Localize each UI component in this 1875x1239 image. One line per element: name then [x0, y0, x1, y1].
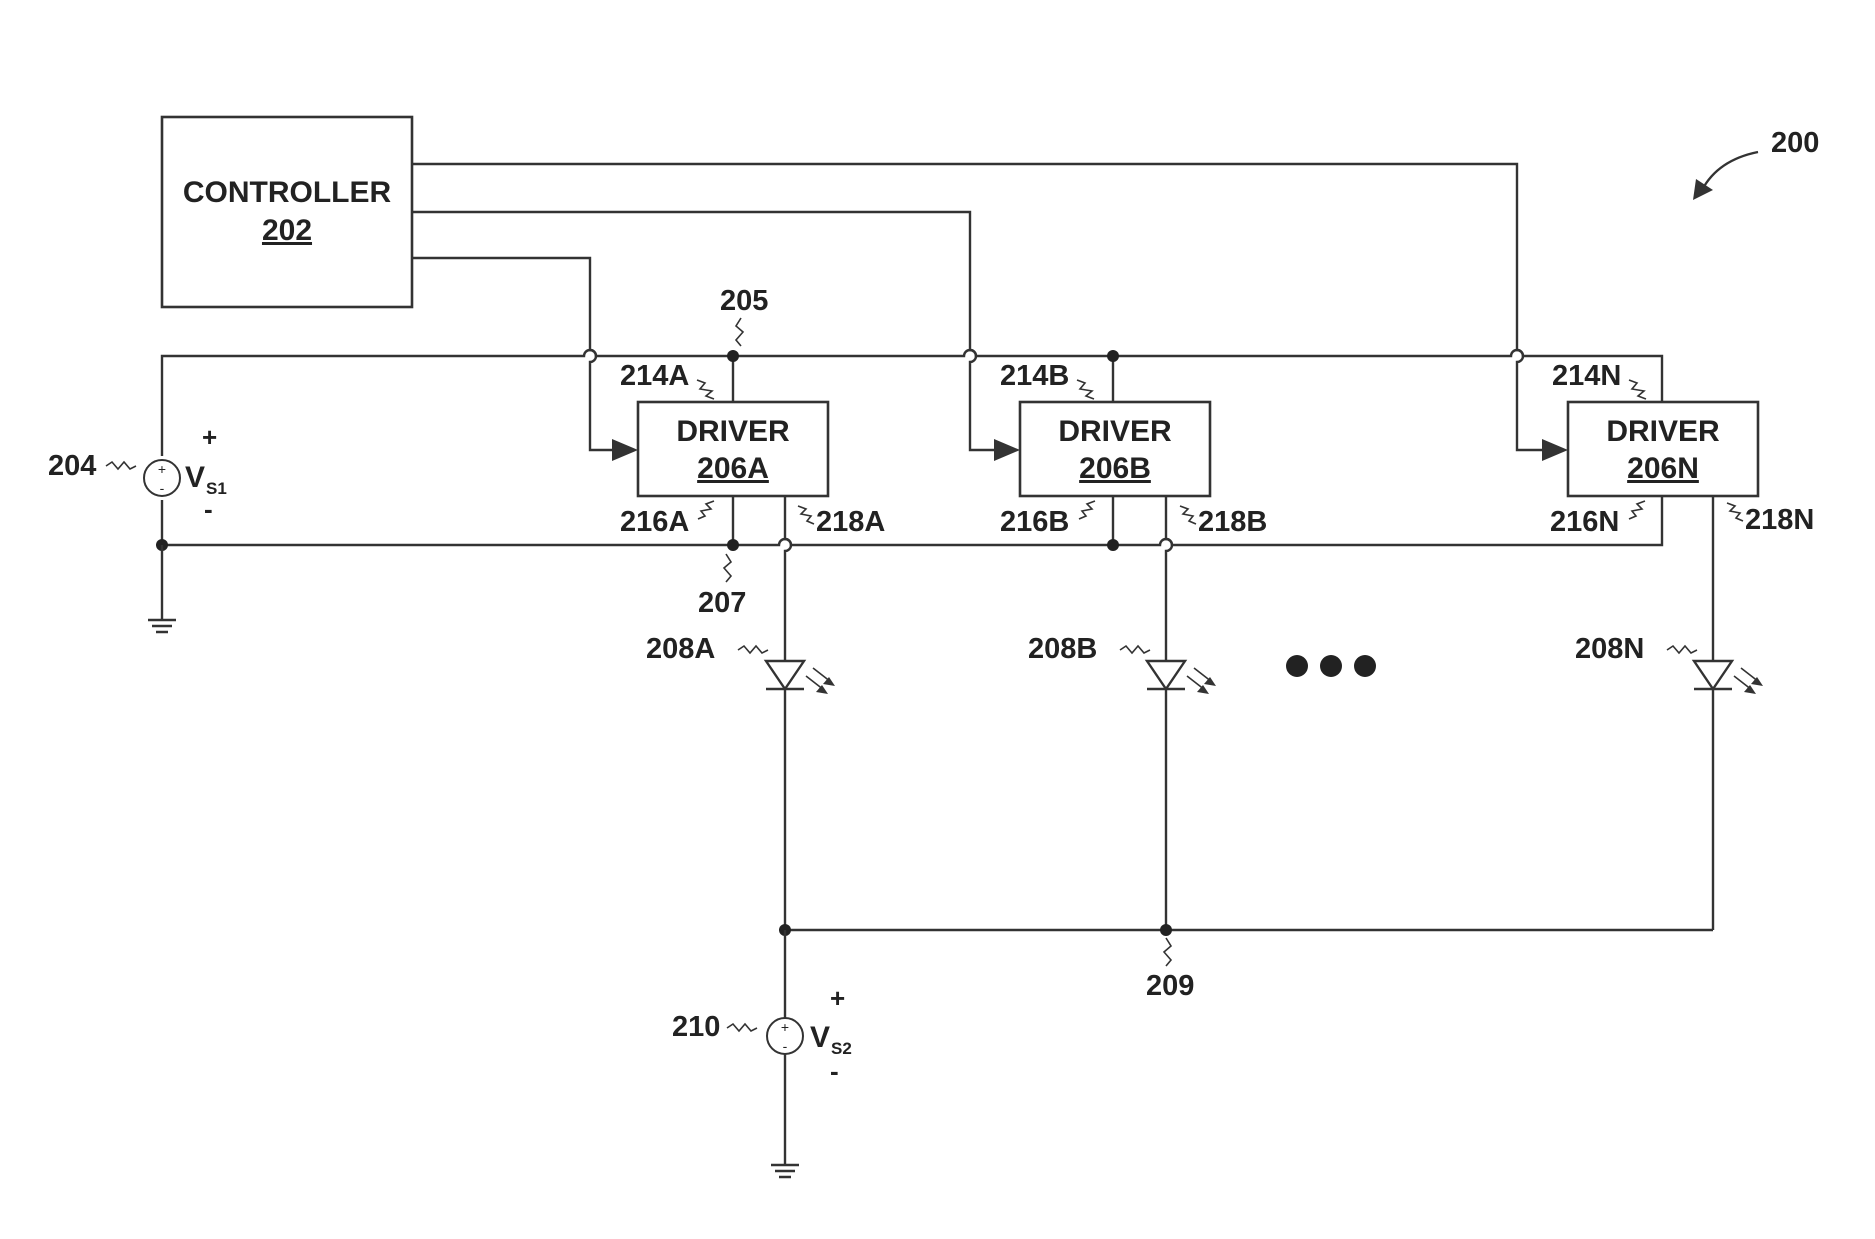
junction-ground-b — [1107, 539, 1119, 551]
led-208n — [1694, 661, 1763, 930]
driver-b-output-ref: 218B — [1198, 506, 1267, 538]
ellipsis-dots — [1286, 655, 1376, 677]
svg-text:-: - — [783, 1038, 788, 1054]
svg-text:+: + — [158, 461, 166, 477]
source1-plus: + — [202, 422, 217, 452]
ground-symbol-1 — [148, 545, 176, 632]
driver-title: DRIVER — [1058, 415, 1172, 448]
junction-209 — [1160, 924, 1172, 936]
driver-n-gnd-ref: 216N — [1550, 506, 1619, 538]
driver-title: DRIVER — [676, 415, 790, 448]
controller-block: CONTROLLER 202 — [162, 117, 412, 307]
led-a-ref: 208A — [646, 633, 715, 665]
driver-title: DRIVER — [1606, 415, 1720, 448]
driver-b-input-ref: 214B — [1000, 360, 1069, 392]
driver-a-output-leader — [798, 506, 814, 524]
driver-n-input-leader — [1629, 380, 1646, 399]
node-207-leader — [724, 554, 731, 582]
driver-b-output-leader — [1180, 506, 1196, 524]
node-209-leader — [1164, 938, 1171, 966]
driver-n-output-ref: 218N — [1745, 504, 1814, 536]
source1-minus: - — [204, 494, 213, 524]
controller-title: CONTROLLER — [183, 176, 392, 209]
junction-207 — [727, 539, 739, 551]
node-205-label: 205 — [720, 285, 768, 317]
driver-ref: 206N — [1627, 452, 1699, 485]
source2-label: V — [810, 1021, 830, 1054]
driver-n-gnd-leader — [1629, 501, 1645, 519]
driver-b-gnd-ref: 216B — [1000, 506, 1069, 538]
control-line-a — [412, 258, 638, 461]
source1-label: V — [185, 461, 205, 494]
supply-rail — [162, 350, 1662, 456]
driver-206n: DRIVER 206N — [1568, 402, 1758, 496]
driver-b-gnd-leader — [1079, 501, 1095, 519]
led-208a — [766, 661, 835, 930]
driver-ref: 206B — [1079, 452, 1151, 485]
svg-text:-: - — [160, 480, 165, 496]
led-208b — [1147, 661, 1216, 930]
led-n-ref: 208N — [1575, 633, 1644, 665]
driver-a-output-ref: 218A — [816, 506, 885, 538]
driver-n-output-leader — [1727, 503, 1743, 521]
driver-a-input-leader — [697, 380, 714, 399]
source2-ref-leader — [727, 1024, 757, 1031]
source1-ref-leader — [106, 462, 136, 469]
driver-206b: DRIVER 206B — [1020, 402, 1210, 496]
svg-text:+: + — [781, 1019, 789, 1035]
output-line-a — [785, 496, 791, 660]
led-b-leader — [1120, 646, 1150, 653]
led-b-ref: 208B — [1028, 633, 1097, 665]
source2-plus: + — [830, 983, 845, 1013]
source2-minus: - — [830, 1056, 839, 1086]
voltage-source-1: + - — [144, 460, 180, 496]
driver-a-gnd-leader — [698, 501, 714, 519]
figure-ref-label: 200 — [1771, 127, 1819, 159]
driver-b-input-leader — [1077, 380, 1094, 399]
output-line-b — [1166, 496, 1172, 660]
driver-a-input-ref: 214A — [620, 360, 689, 392]
node-209-label: 209 — [1146, 970, 1194, 1002]
ground-rail — [162, 496, 1662, 545]
controller-ref: 202 — [262, 214, 312, 247]
node-207-label: 207 — [698, 587, 746, 619]
source2-ref: 210 — [672, 1011, 720, 1043]
voltage-source-2: + - — [767, 1018, 803, 1054]
junction-supply-b — [1107, 350, 1119, 362]
led-a-leader — [738, 646, 768, 653]
led-n-leader — [1667, 646, 1697, 653]
ground-symbol-2 — [771, 1165, 799, 1177]
figure-ref-arrow — [1693, 152, 1758, 200]
junction-205 — [727, 350, 739, 362]
driver-206a: DRIVER 206A — [638, 402, 828, 496]
node-205-leader — [736, 318, 743, 346]
control-line-n — [412, 164, 1568, 461]
driver-n-input-ref: 214N — [1552, 360, 1621, 392]
driver-a-gnd-ref: 216A — [620, 506, 689, 538]
source1-ref: 204 — [48, 450, 96, 482]
driver-ref: 206A — [697, 452, 769, 485]
